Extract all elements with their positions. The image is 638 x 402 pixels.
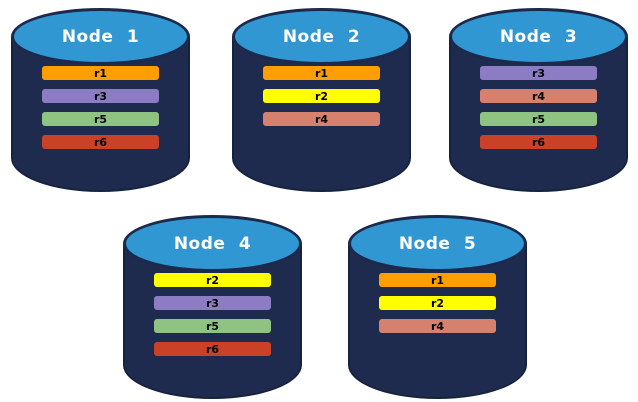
replica-label: r4 — [531, 89, 546, 103]
replica-bar-r3: r3 — [480, 66, 597, 80]
replica-bar-r6: r6 — [480, 135, 597, 149]
replica-label: r5 — [531, 112, 546, 126]
replica-bar-r2: r2 — [154, 273, 271, 287]
node-cylinder: Node 5 r1 r2 r4 — [348, 215, 527, 399]
replica-label: r6 — [93, 135, 108, 149]
cylinder-top: Node 4 — [123, 215, 302, 272]
replica-label: r4 — [314, 112, 329, 126]
replica-label: r5 — [205, 319, 220, 333]
node-cylinder: Node 3 r3 r4 r5 r6 — [449, 8, 628, 192]
replica-bar-r6: r6 — [154, 342, 271, 356]
replica-list: r2 r3 r5 r6 — [154, 273, 271, 356]
cylinder-top: Node 5 — [348, 215, 527, 272]
replica-list: r1 r2 r4 — [263, 66, 380, 126]
replica-label: r1 — [430, 273, 445, 287]
node-title: Node 3 — [499, 26, 578, 47]
replica-label: r2 — [430, 296, 445, 310]
replica-label: r2 — [205, 273, 220, 287]
replica-bar-r5: r5 — [154, 319, 271, 333]
replica-label: r2 — [314, 89, 329, 103]
cylinder-top: Node 1 — [11, 8, 190, 65]
replica-list: r1 r2 r4 — [379, 273, 496, 333]
replica-bar-r3: r3 — [154, 296, 271, 310]
node-cylinder: Node 2 r1 r2 r4 — [232, 8, 411, 192]
replica-bar-r1: r1 — [263, 66, 380, 80]
replica-label: r3 — [93, 89, 108, 103]
replica-bar-r5: r5 — [42, 112, 159, 126]
replica-bar-r2: r2 — [263, 89, 380, 103]
replica-label: r4 — [430, 319, 445, 333]
replica-bar-r4: r4 — [263, 112, 380, 126]
cylinder-top: Node 2 — [232, 8, 411, 65]
replica-label: r1 — [93, 66, 108, 80]
node-cylinder: Node 4 r2 r3 r5 r6 — [123, 215, 302, 399]
replica-bar-r3: r3 — [42, 89, 159, 103]
node-title: Node 1 — [61, 26, 140, 47]
replica-bar-r4: r4 — [480, 89, 597, 103]
replica-list: r3 r4 r5 r6 — [480, 66, 597, 149]
replica-label: r3 — [205, 296, 220, 310]
node-title: Node 5 — [398, 233, 477, 254]
replica-label: r1 — [314, 66, 329, 80]
node-cylinder: Node 1 r1 r3 r5 r6 — [11, 8, 190, 192]
node-title: Node 4 — [173, 233, 252, 254]
replica-label: r3 — [531, 66, 546, 80]
replica-bar-r1: r1 — [379, 273, 496, 287]
replica-bar-r6: r6 — [42, 135, 159, 149]
cylinder-top: Node 3 — [449, 8, 628, 65]
replica-label: r6 — [531, 135, 546, 149]
replica-bar-r5: r5 — [480, 112, 597, 126]
replica-label: r5 — [93, 112, 108, 126]
replica-bar-r1: r1 — [42, 66, 159, 80]
replica-label: r6 — [205, 342, 220, 356]
replica-list: r1 r3 r5 r6 — [42, 66, 159, 149]
replica-bar-r4: r4 — [379, 319, 496, 333]
replica-bar-r2: r2 — [379, 296, 496, 310]
node-title: Node 2 — [282, 26, 361, 47]
